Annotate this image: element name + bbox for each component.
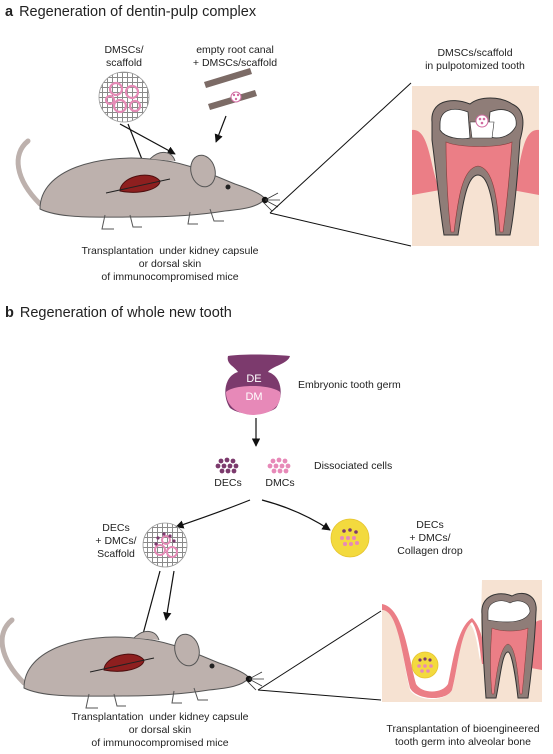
arrow-cells-to-collagen	[261, 499, 331, 531]
scaffold-disc-b	[142, 522, 188, 568]
dmc-cells	[267, 457, 291, 474]
zoom-line-top-a	[269, 82, 412, 214]
label-embryonic-tooth-germ: Embryonic tooth germ	[298, 379, 401, 391]
mouse-a	[18, 141, 280, 229]
embryonic-tooth-germ	[225, 354, 290, 415]
panel-a-title-row: a Regeneration of dentin-pulp complex	[5, 4, 256, 21]
label-dissociated-cells: Dissociated cells	[314, 460, 393, 472]
arrow-rootcanal-to-mouse-a	[214, 115, 227, 143]
label-transplant-b: Transplantation under kidney capsule or …	[71, 711, 249, 749]
label-dmscs-scaffold: DMSCs/ scaffold	[104, 44, 144, 69]
arrow-cells-to-scaffold	[175, 499, 251, 529]
scaffold-disc-a	[98, 71, 150, 123]
root-canal-pieces	[204, 68, 257, 110]
panel-b-letter: b	[5, 305, 14, 321]
label-pulpotomized-tooth: DMSCs/scaffold in pulpotomized tooth	[425, 47, 525, 72]
germ-label-dm: DM	[245, 391, 263, 403]
tooth-cross-section-a	[412, 86, 539, 246]
zoom-line-bottom-a	[269, 212, 412, 247]
label-decs-dmcs-collagen: DECs + DMCs/ Collagen drop	[397, 519, 463, 557]
zoom-line-bottom-b	[257, 689, 382, 701]
dec-cells	[215, 457, 239, 474]
panel-b-title: Regeneration of whole new tooth	[19, 305, 232, 321]
panel-b-title-row: b Regeneration of whole new tooth	[5, 305, 232, 322]
label-transplant-a: Transplantation under kidney capsule or …	[81, 245, 259, 283]
label-dmcs: DMCs	[265, 477, 295, 489]
panel-a-letter: a	[5, 4, 14, 20]
germ-label-de: DE	[246, 373, 262, 385]
mouse-b	[2, 620, 264, 708]
label-alveolar-bone: Transplantation of bioengineered tooth g…	[386, 723, 540, 748]
arrow-scaffold-to-mouse-b-2	[163, 570, 175, 621]
label-root-canal: empty root canal + DMSCs/scaffold	[192, 44, 278, 69]
collagen-drop	[330, 518, 370, 558]
label-decs-dmcs-scaffold: DECs + DMCs/ Scaffold	[95, 522, 137, 560]
zoom-line-top-b	[257, 610, 382, 691]
alveolar-bone-section	[382, 580, 542, 702]
panel-a-title: Regeneration of dentin-pulp complex	[19, 4, 257, 20]
arrow-mouse-back-a	[119, 123, 176, 155]
label-decs: DECs	[214, 477, 242, 489]
